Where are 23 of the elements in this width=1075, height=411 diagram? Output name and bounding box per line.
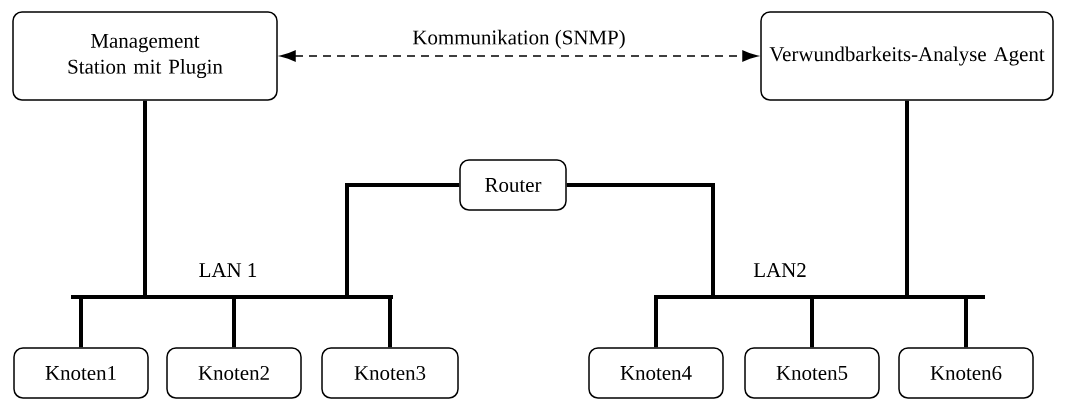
cable-line [232,297,236,348]
station-box: Verwundbarkeits-Analyse Agent [760,11,1054,101]
cable-line [964,297,968,348]
station-box: Management Station mit Plugin [12,11,278,101]
cable-line [905,100,909,297]
node-box: Knoten1 [13,347,149,399]
node-box: Knoten4 [588,347,724,399]
node-box: Knoten2 [166,347,302,399]
router-box: Router [459,159,567,211]
cable-line [654,297,658,348]
node-box: Knoten3 [321,347,459,399]
dashed-arrow [280,50,758,62]
network-label: LAN2 [753,263,806,277]
edge-label: Kommunikation (SNMP) [411,28,627,50]
cable-line [810,297,814,348]
cable-line [566,183,715,297]
node-box: Knoten5 [744,347,880,399]
node-box: Knoten6 [898,347,1034,399]
cable-line [143,100,147,297]
cable-line [388,297,392,348]
cable-line [79,297,83,348]
cable-line [345,183,460,297]
network-label: LAN 1 [199,263,257,277]
